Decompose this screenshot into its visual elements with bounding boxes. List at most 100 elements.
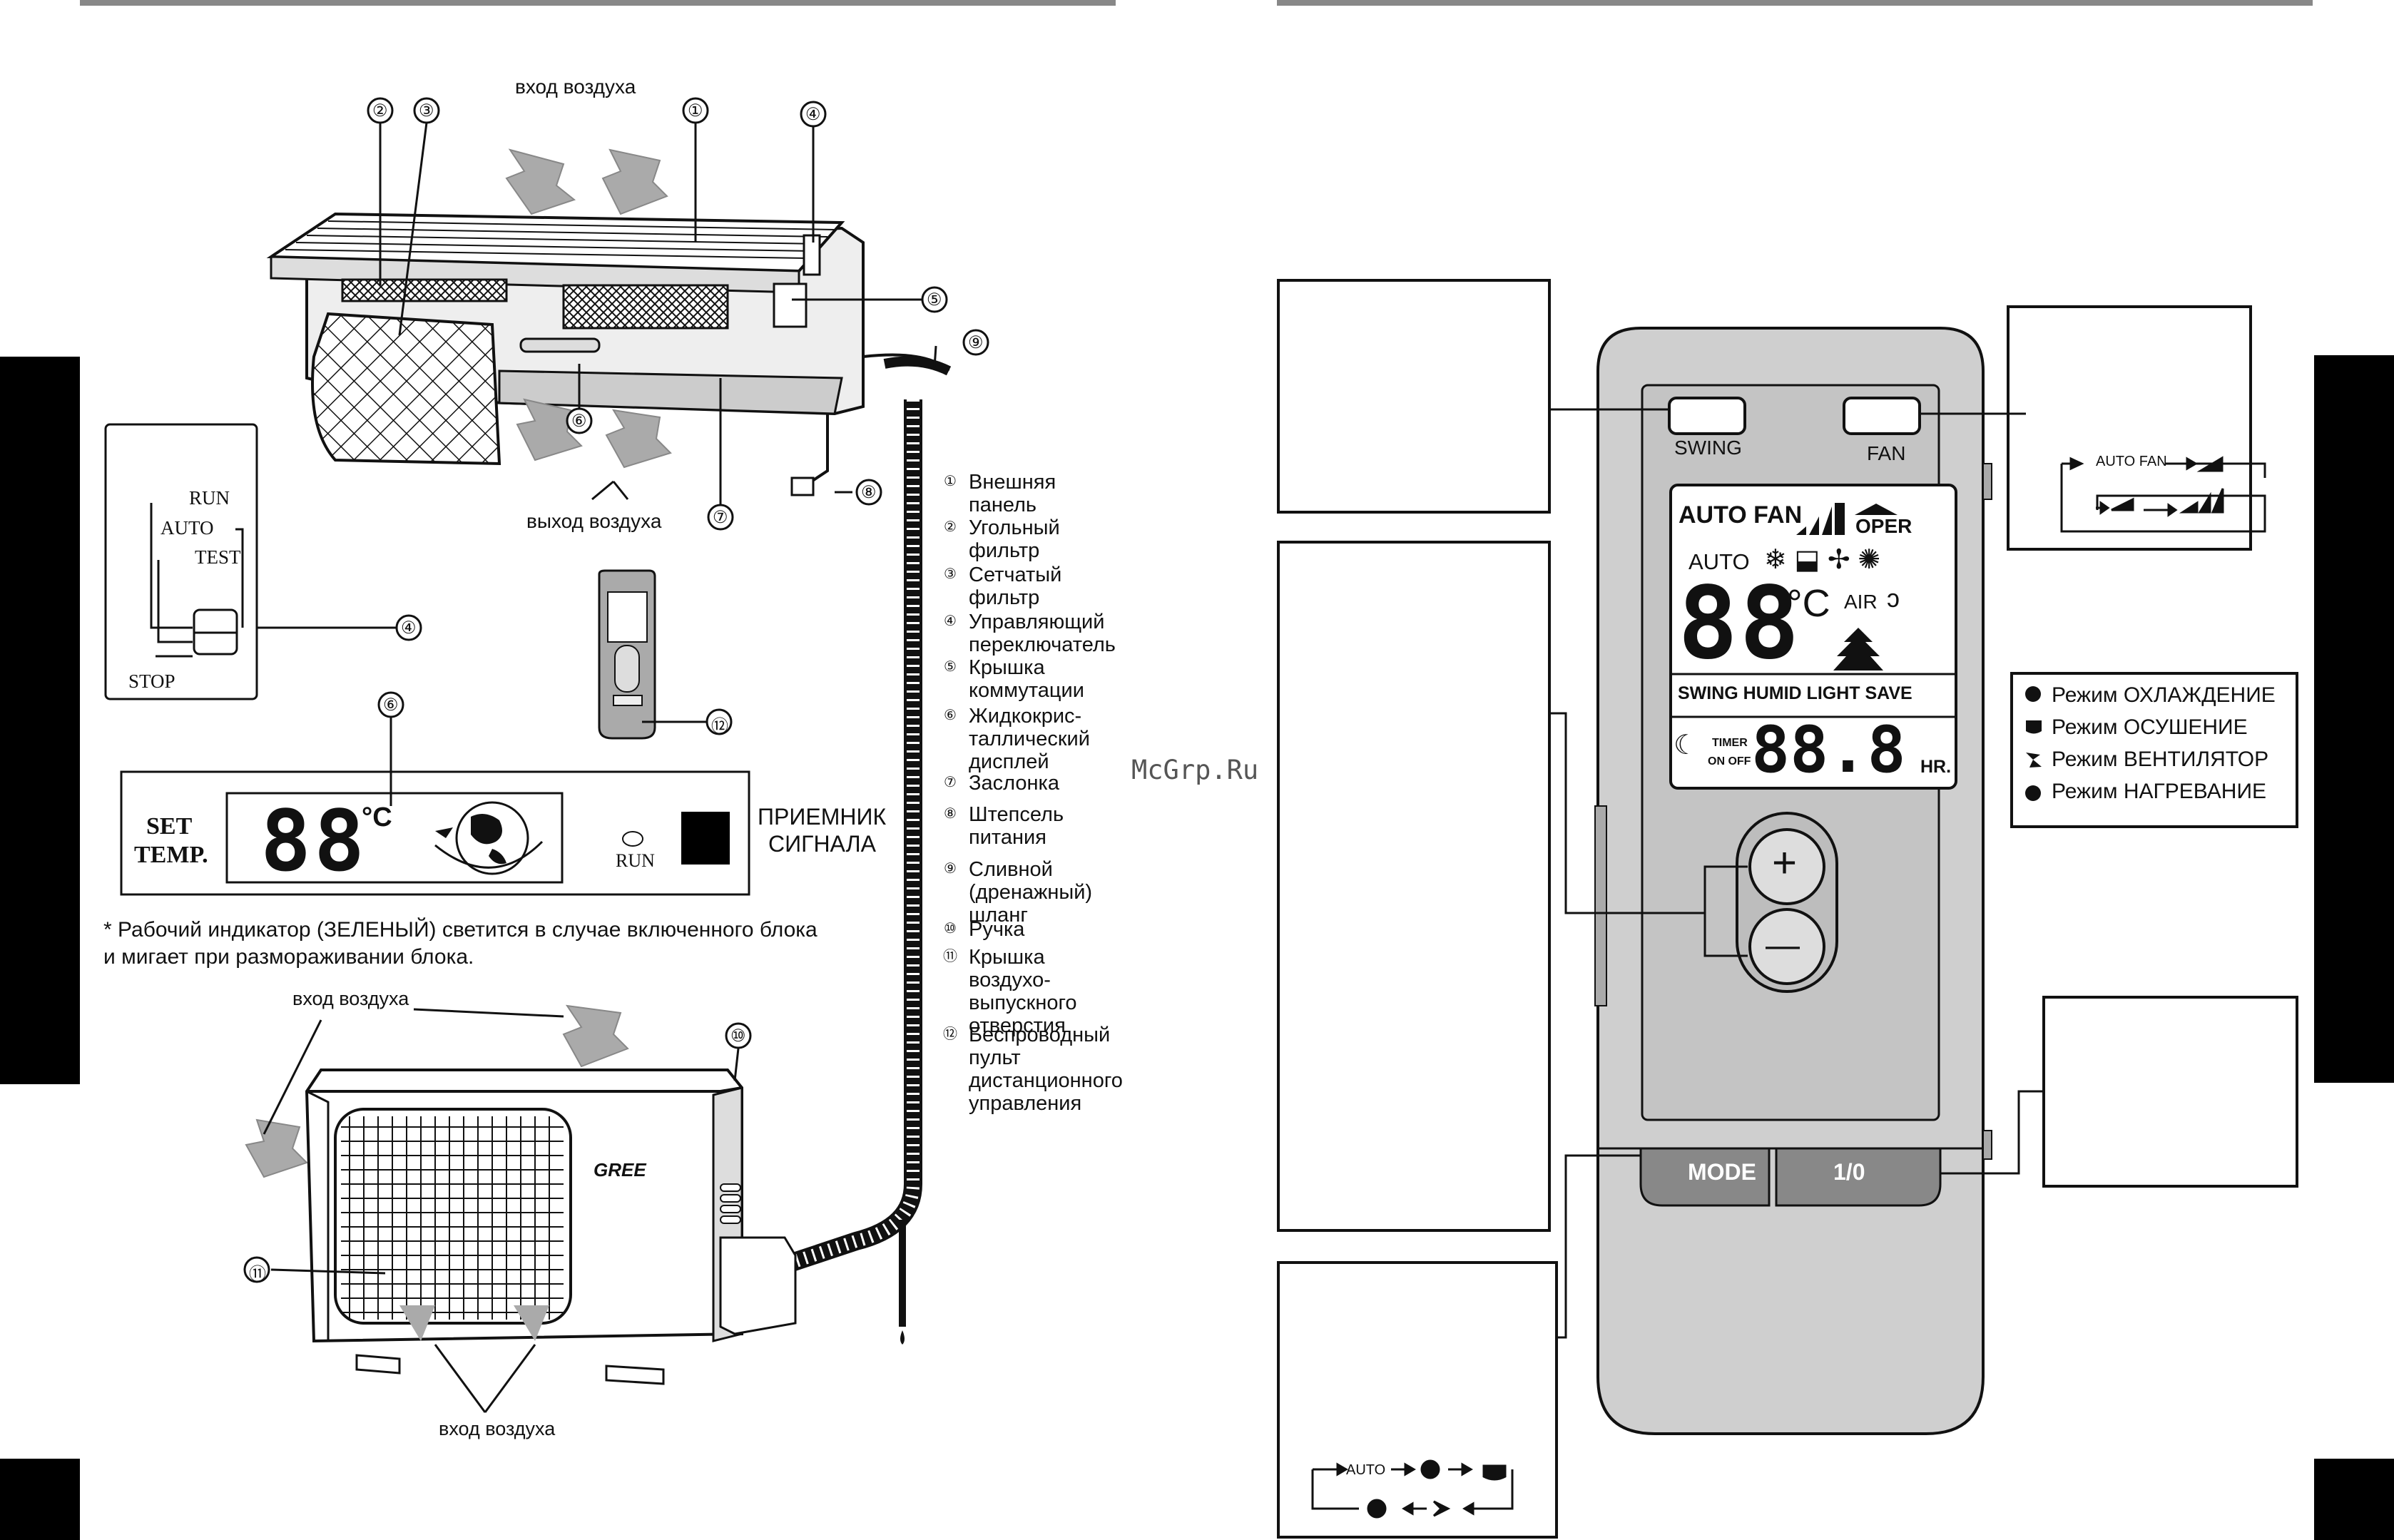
legend-number: ⑨	[944, 861, 957, 877]
legend-text: Ручка	[969, 918, 1024, 941]
legend-line: шланг	[969, 904, 1028, 927]
lcd-auto: AUTO	[1688, 549, 1750, 574]
right-black-tab	[2314, 355, 2394, 1083]
lcd-temp-digits: 88	[1678, 566, 1801, 682]
air-in-bottom-label: вход воздуха	[439, 1418, 556, 1439]
callout-12: ⑫	[711, 717, 728, 736]
legend-line: Угольный	[969, 516, 1060, 539]
callout-7: ⑦	[713, 508, 728, 527]
left-black-tab	[0, 357, 80, 1084]
fan-button[interactable]	[1843, 397, 1921, 435]
legend-line: Сливной	[969, 858, 1053, 881]
temp-down-button[interactable]	[1748, 908, 1825, 985]
legend-line: воздухо-	[969, 969, 1051, 991]
plus-symbol: +	[1772, 839, 1798, 887]
mode-heat-label: Режим НАГРЕВАНИЕ	[2052, 780, 2267, 803]
mode-fan-label: Режим ВЕНТИЛЯТОР	[2052, 748, 2269, 771]
legend-number: ⑥	[944, 708, 957, 723]
power-label: 1/0	[1833, 1159, 1865, 1185]
display-digits: 88	[260, 792, 368, 890]
legend-line: отверстия	[969, 1014, 1066, 1037]
callout-2: ②	[372, 101, 388, 121]
callout-10: ⑩	[730, 1026, 746, 1046]
temp-up-button[interactable]	[1748, 828, 1825, 905]
switch-auto-label: AUTO	[161, 517, 214, 539]
remote-leader-lines	[1549, 408, 2044, 1339]
legend-line: Крышка	[969, 946, 1045, 969]
display-unit: °C	[362, 802, 392, 832]
legend-line: фильтр	[969, 586, 1040, 609]
remote-body	[1594, 327, 1992, 1435]
legend-number: ⑩	[944, 921, 957, 937]
small-remote-illustration	[598, 569, 706, 740]
legend-number: ②	[944, 519, 957, 535]
drain-hose-illustration	[788, 356, 952, 1345]
callout-4: ④	[805, 105, 821, 124]
callout-9: ⑨	[968, 333, 984, 352]
mode-cycle-diagram	[1311, 1459, 1514, 1519]
display-run-label: RUN	[616, 850, 655, 871]
note-line-2: и мигает при размораживании блока.	[103, 945, 474, 969]
watermark: McGrp.Ru	[1131, 755, 1259, 785]
brand-logo-text: GREE	[594, 1159, 646, 1181]
outdoor-unit-illustration	[263, 1008, 797, 1413]
legend-number: ⑤	[944, 659, 957, 675]
callout-11: ⑪	[249, 1265, 266, 1284]
mode-button[interactable]	[1639, 1147, 1771, 1207]
receiver-label-1: ПРИЕМНИК	[758, 804, 887, 830]
legend-number: ⑫	[943, 1026, 957, 1042]
legend-line: дисплей	[969, 750, 1049, 773]
left-black-tab-bottom	[0, 1459, 80, 1540]
modes-legend-icons	[2025, 686, 2042, 801]
swing-button[interactable]	[1668, 397, 1746, 435]
remote-lcd	[1669, 484, 1957, 790]
legend-text: Заслонка	[969, 772, 1059, 795]
legend-line: (дренажный)	[969, 881, 1093, 904]
fan-cycle-diagram	[2060, 456, 2266, 533]
legend-number: ①	[944, 474, 957, 489]
legend-line: панель	[969, 494, 1037, 516]
note-line-1: * Рабочий индикатор (ЗЕЛЕНЫЙ) светится в…	[103, 918, 817, 942]
legend-number: ④	[944, 613, 957, 629]
legend-line: Заслонка	[969, 772, 1059, 795]
power-button[interactable]	[1775, 1147, 1942, 1207]
swing-label: SWING	[1674, 437, 1742, 459]
legend-line: Внешняя	[969, 471, 1056, 494]
callout-5: ⑤	[927, 290, 942, 310]
air-out-label: выход воздуха	[526, 510, 662, 532]
lcd-timer: TIMER	[1712, 737, 1748, 749]
lcd-moon-icon: ☾	[1674, 730, 1698, 760]
legend-line: коммутации	[969, 679, 1084, 702]
legend-line: пульт	[969, 1046, 1021, 1069]
legend-number: ⑪	[943, 949, 957, 964]
legend-line: Сетчатый	[969, 564, 1062, 586]
legend-line: фильтр	[969, 539, 1040, 562]
top-rule-right	[1277, 0, 2313, 6]
top-rule-left	[80, 0, 1116, 6]
mode-cycle-auto: AUTO	[1346, 1462, 1386, 1478]
mode-label: MODE	[1688, 1159, 1756, 1185]
legend-number: ③	[944, 566, 957, 582]
lcd-hr: HR.	[1920, 757, 1952, 777]
legend-line: управления	[969, 1092, 1082, 1115]
right-black-tab-bottom	[2314, 1459, 2394, 1540]
lcd-oper: OPER	[1855, 515, 1912, 537]
legend-line: таллический	[969, 728, 1090, 750]
callout-3: ③	[419, 101, 434, 121]
legend-line: выпускного	[969, 991, 1077, 1014]
lcd-temp-unit: °C	[1787, 582, 1830, 625]
fan-label: FAN	[1867, 442, 1906, 464]
minus-symbol: —	[1766, 927, 1800, 964]
